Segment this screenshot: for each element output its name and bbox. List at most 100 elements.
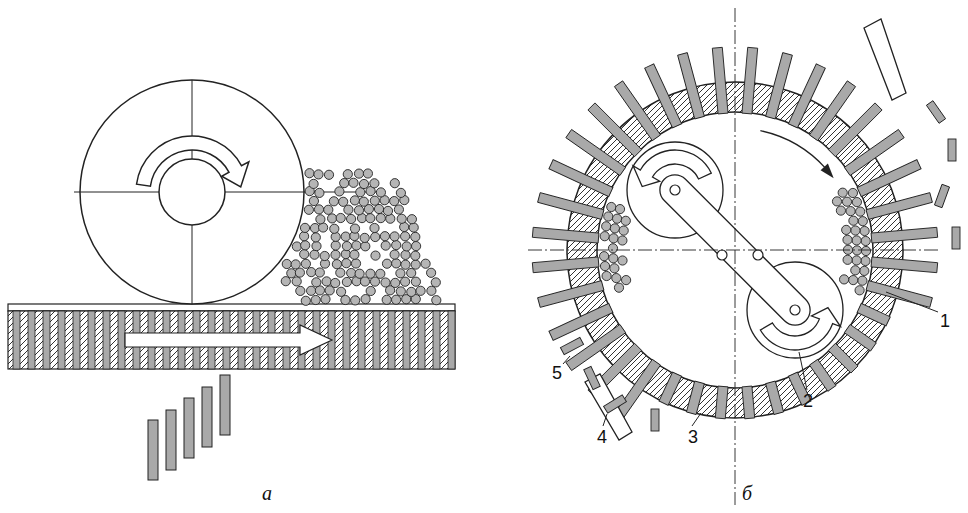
- ball: [411, 277, 420, 286]
- plate-bar: [103, 311, 110, 369]
- ball: [396, 269, 405, 278]
- ball: [842, 197, 851, 206]
- ball: [838, 188, 847, 197]
- bar-blank: [202, 387, 212, 447]
- figure-letter: б: [742, 483, 752, 503]
- ring-bar: [549, 303, 613, 340]
- ball: [852, 198, 861, 207]
- figure-b: [528, 8, 960, 505]
- plate-bar: [58, 311, 65, 369]
- ring-bar: [659, 372, 682, 405]
- ball: [602, 222, 611, 231]
- callout-number: 1: [940, 312, 950, 330]
- ejected-bar-group: [934, 184, 949, 207]
- ball: [331, 241, 340, 250]
- ring-bar-group: [871, 257, 938, 273]
- ball: [396, 287, 405, 296]
- ball: [612, 274, 621, 283]
- ball: [619, 226, 628, 235]
- ball: [370, 223, 379, 232]
- ball: [371, 232, 380, 241]
- ball: [363, 169, 372, 178]
- ring-bar: [532, 257, 599, 273]
- ball: [359, 179, 368, 188]
- ball: [312, 242, 321, 251]
- plate-bar: [418, 311, 425, 369]
- plate-bar: [28, 311, 35, 369]
- ball: [851, 226, 860, 235]
- ball: [832, 197, 841, 206]
- ball: [618, 236, 627, 245]
- ejected-bar-group: [651, 409, 659, 431]
- ball: [409, 223, 418, 232]
- leader-line: [603, 414, 607, 426]
- ball: [618, 256, 627, 265]
- ring-bar-group: [712, 47, 728, 114]
- ball: [848, 188, 857, 197]
- ring-bar-group: [549, 160, 613, 197]
- ball: [336, 213, 345, 222]
- ball: [366, 286, 375, 295]
- ball: [342, 259, 351, 268]
- ball: [307, 286, 316, 295]
- ring-bar-group: [532, 257, 599, 273]
- ball: [324, 205, 333, 214]
- ball: [324, 170, 333, 179]
- ball: [360, 233, 369, 242]
- ball: [301, 241, 310, 250]
- ring-bar-group: [715, 386, 728, 419]
- ball: [304, 205, 313, 214]
- ring-bar-group: [766, 53, 793, 119]
- ring-bar-group: [857, 160, 921, 197]
- ball: [309, 196, 318, 205]
- callout-number: 3: [688, 428, 698, 446]
- ball: [341, 295, 350, 304]
- ejected-bar: [952, 227, 960, 249]
- ball: [858, 217, 867, 226]
- leader-line: [563, 356, 570, 364]
- ball: [331, 278, 340, 287]
- ball: [843, 255, 852, 264]
- ball: [374, 204, 383, 213]
- ball: [310, 250, 319, 259]
- ball: [382, 259, 391, 268]
- ball: [287, 269, 296, 278]
- ring-bar: [871, 227, 938, 243]
- ball: [852, 256, 861, 265]
- ball: [390, 250, 399, 259]
- ball: [849, 216, 858, 225]
- ball: [381, 241, 390, 250]
- ball: [390, 232, 399, 241]
- figure-a: [8, 80, 455, 480]
- ball: [321, 295, 330, 304]
- ball: [359, 197, 368, 206]
- ball: [314, 170, 323, 179]
- callout-number: 5: [552, 364, 562, 382]
- bar-blank: [148, 420, 158, 480]
- bar-blank: [184, 398, 194, 458]
- ring-bar: [809, 359, 836, 391]
- ball: [622, 276, 631, 285]
- ejected-bar-group: [926, 101, 945, 124]
- plate-bar: [403, 311, 410, 369]
- plate-bar: [388, 311, 395, 369]
- ball: [836, 206, 845, 215]
- ball: [350, 224, 359, 233]
- ball: [421, 259, 430, 268]
- ball: [390, 179, 399, 188]
- ball: [401, 277, 410, 286]
- ball: [371, 251, 380, 260]
- ball: [402, 242, 411, 251]
- ball: [337, 287, 346, 296]
- ring-bar: [866, 281, 932, 308]
- ring-bar: [857, 303, 890, 326]
- ball: [411, 232, 420, 241]
- ball: [354, 206, 363, 215]
- centre-line: [528, 250, 940, 251]
- ball: [366, 214, 375, 223]
- ball: [331, 250, 340, 259]
- callout-number: 2: [803, 392, 813, 410]
- ring-bar-group: [538, 281, 604, 308]
- ring-bar-group: [866, 193, 932, 220]
- ball: [401, 250, 410, 259]
